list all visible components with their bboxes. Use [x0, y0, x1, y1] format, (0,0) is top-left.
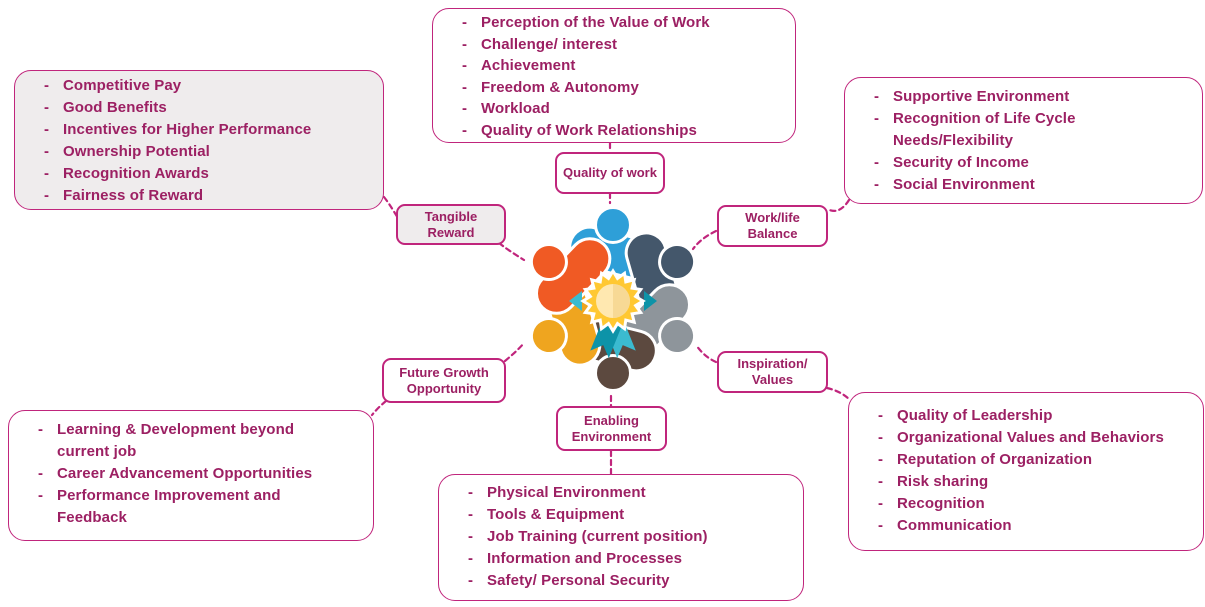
- work-life-balance-items: Supportive Environment Recognition of Li…: [845, 86, 1202, 196]
- inspiration-values-items: Quality of Leadership Organizational Val…: [849, 405, 1195, 537]
- list-item: Fairness of Reward: [15, 185, 371, 207]
- quality-of-work-detail-box: Perception of the Value of Work Challeng…: [432, 8, 796, 143]
- enabling-environment-detail-box: Physical Environment Tools & Equipment J…: [438, 474, 804, 601]
- team-award-graphic: [529, 206, 697, 392]
- person-top-left-icon: [529, 237, 612, 315]
- list-item: Freedom & Autonomy: [433, 77, 787, 99]
- list-item: Perception of the Value of Work: [433, 12, 787, 34]
- enabling-environment-items: Physical Environment Tools & Equipment J…: [439, 482, 795, 592]
- work-life-balance-detail-box: Supportive Environment Recognition of Li…: [844, 77, 1203, 204]
- list-item: Physical Environment: [439, 482, 795, 504]
- list-item: Performance Improvement and Feedback: [9, 485, 373, 529]
- list-item: Recognition Awards: [15, 163, 371, 185]
- list-item: Good Benefits: [15, 97, 371, 119]
- list-item: Risk sharing: [849, 471, 1195, 493]
- list-item: Quality of Work Relationships: [433, 120, 787, 142]
- list-item: Ownership Potential: [15, 141, 371, 163]
- list-item: Career Advancement Opportunities: [9, 463, 373, 485]
- tangible-reward-label: Tangible Reward: [396, 204, 506, 245]
- list-item: Information and Processes: [439, 548, 795, 570]
- connector-future-box: [370, 399, 388, 417]
- list-item: Communication: [849, 515, 1195, 537]
- connector-worklife-box: [825, 198, 851, 212]
- award-badge-icon: [569, 268, 657, 359]
- list-item: Safety/ Personal Security: [439, 570, 795, 592]
- list-item: Quality of Leadership: [849, 405, 1195, 427]
- list-item: Security of Income: [845, 152, 1202, 174]
- list-item: Recognition: [849, 493, 1195, 515]
- list-item: Achievement: [433, 55, 787, 77]
- connector-inspiration-box: [825, 386, 852, 402]
- list-item: Job Training (current position): [439, 526, 795, 548]
- quality-of-work-label: Quality of work: [555, 152, 665, 194]
- list-item: Social Environment: [845, 174, 1202, 196]
- list-item: Learning & Development beyond current jo…: [9, 419, 373, 463]
- list-item: Tools & Equipment: [439, 504, 795, 526]
- list-item: Supportive Environment: [845, 86, 1202, 108]
- enabling-environment-label: Enabling Environment: [556, 406, 667, 451]
- future-growth-detail-box: Learning & Development beyond current jo…: [8, 410, 374, 541]
- list-item: Recognition of Life Cycle Needs/Flexibil…: [845, 108, 1202, 152]
- future-growth-label: Future Growth Opportunity: [382, 358, 506, 403]
- tangible-reward-items: Competitive Pay Good Benefits Incentives…: [15, 75, 371, 207]
- work-life-balance-label: Work/life Balance: [717, 205, 828, 247]
- tangible-reward-detail-box: Competitive Pay Good Benefits Incentives…: [14, 70, 384, 210]
- list-item: Competitive Pay: [15, 75, 371, 97]
- list-item: Incentives for Higher Performance: [15, 119, 371, 141]
- list-item: Reputation of Organization: [849, 449, 1195, 471]
- quality-of-work-items: Perception of the Value of Work Challeng…: [433, 12, 787, 141]
- inspiration-values-label: Inspiration/ Values: [717, 351, 828, 393]
- inspiration-values-detail-box: Quality of Leadership Organizational Val…: [848, 392, 1204, 551]
- future-growth-items: Learning & Development beyond current jo…: [9, 419, 373, 529]
- list-item: Organizational Values and Behaviors: [849, 427, 1195, 449]
- list-item: Challenge/ interest: [433, 34, 787, 56]
- list-item: Workload: [433, 98, 787, 120]
